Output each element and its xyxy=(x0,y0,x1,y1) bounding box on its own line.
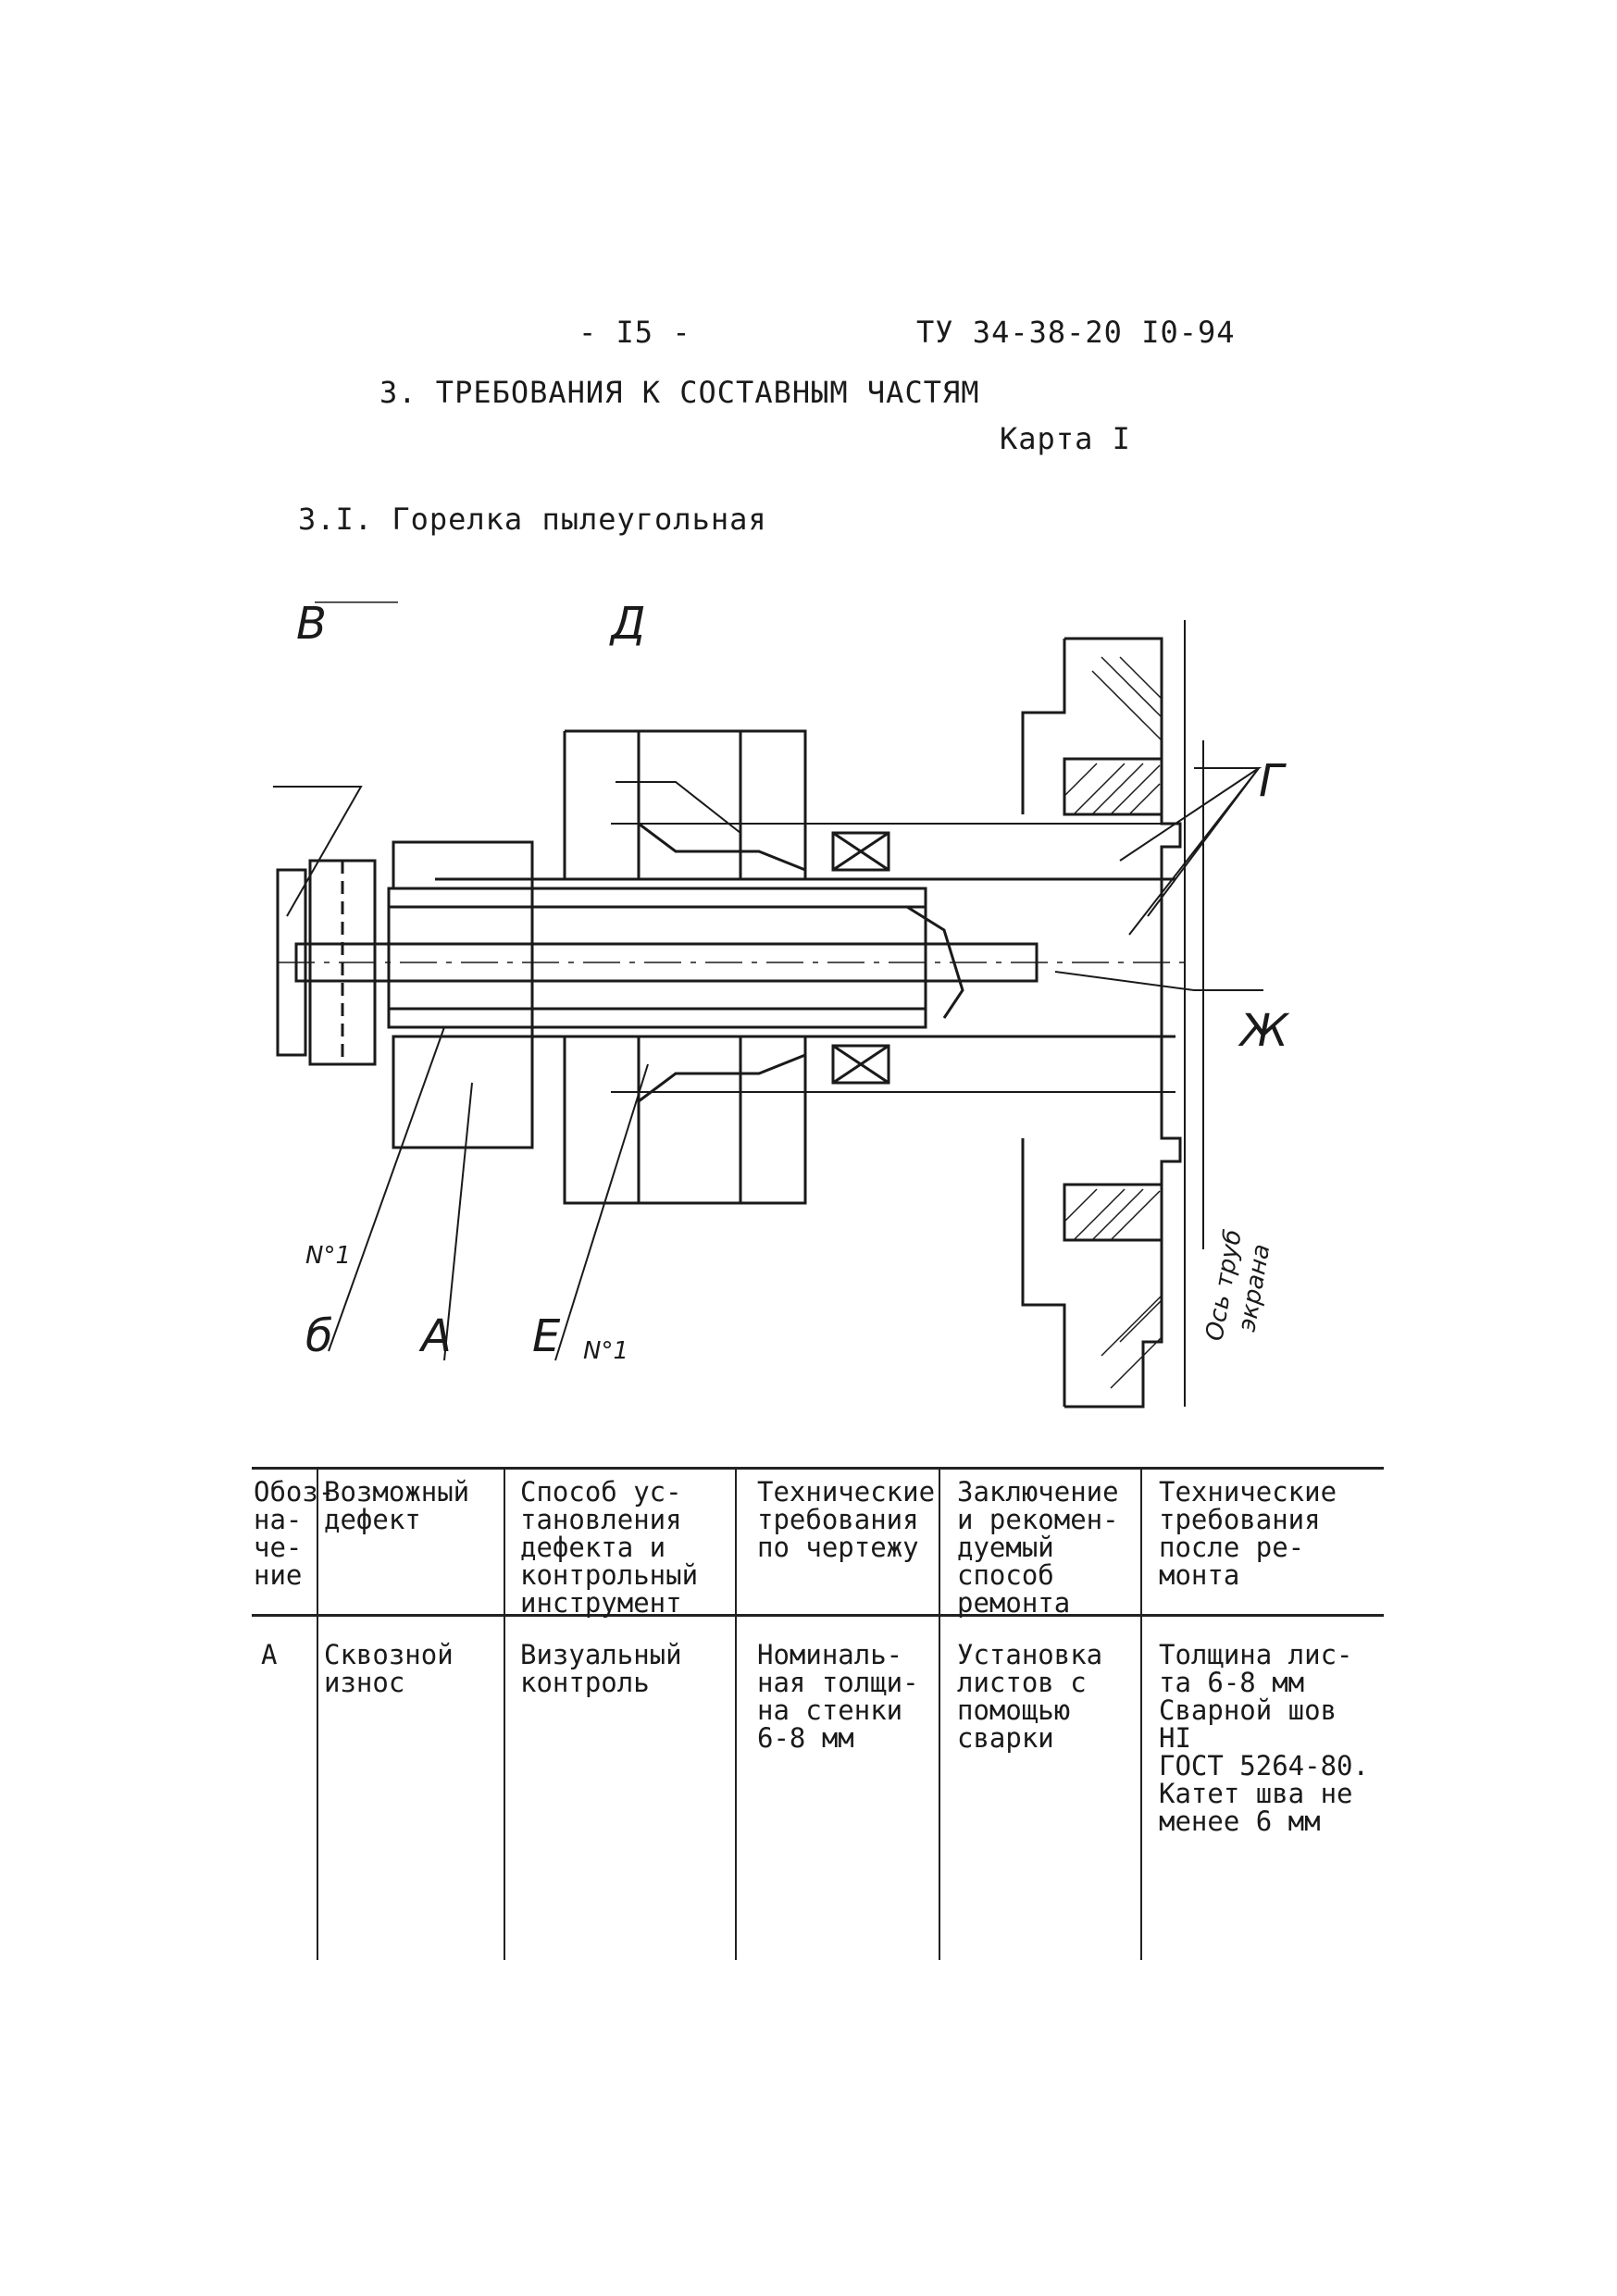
document-code: ТУ 34-38-20 І0-94 xyxy=(916,315,1236,350)
label-a: А xyxy=(418,1310,452,1362)
table-col-sep-4 xyxy=(939,1467,940,1960)
label-zh: Ж xyxy=(1238,1005,1290,1057)
table-col-sep-1 xyxy=(317,1467,318,1960)
header-post-repair-requirements: Технические требования после ре- монта xyxy=(1159,1476,1337,1591)
label-g: Г xyxy=(1259,755,1287,807)
label-v: В xyxy=(296,602,327,650)
header-repair-method: Заключение и рекомен- дуемый способ ремо… xyxy=(957,1476,1119,1619)
table-col-sep-3 xyxy=(735,1467,737,1960)
section-title: 3. ТРЕБОВАНИЯ К СОСТАВНЫМ ЧАСТЯМ xyxy=(379,375,980,410)
page-number: - I5 - xyxy=(578,315,691,350)
table-col-sep-5 xyxy=(1140,1467,1142,1960)
header-designation: Обоз- на- че- ние xyxy=(254,1476,335,1591)
table-col-sep-2 xyxy=(504,1467,505,1960)
header-detection-method: Способ ус- тановления дефекта и контроль… xyxy=(520,1476,699,1619)
table-top-rule xyxy=(252,1467,1384,1470)
label-no1-left: N°1 xyxy=(305,1242,351,1270)
burner-drawing: В Д Г Ж б А Е N°1 N°1 Ось труб экрана xyxy=(259,598,1324,1416)
label-b: б xyxy=(305,1310,333,1362)
header-possible-defect: Возможный дефект xyxy=(324,1476,470,1535)
label-no1-right: N°1 xyxy=(583,1337,628,1365)
header-drawing-requirements: Технические требования по чертежу xyxy=(757,1476,936,1563)
defect-table: Обоз- на- че- ние Возможный дефект Спосо… xyxy=(252,1467,1384,1960)
subsection-title: 3.I. Горелка пылеугольная xyxy=(298,502,767,537)
row-a-defect: Сквозной износ xyxy=(324,1639,454,1698)
row-a-post-repair: Толщина лис- та 6-8 мм Сварной шов НІ ГО… xyxy=(1159,1639,1369,1837)
row-a-designation: А xyxy=(261,1639,278,1670)
burner-drawing-svg: В Д Г Ж б А Е N°1 N°1 Ось труб экрана xyxy=(273,598,1290,1409)
row-a-detection: Визуальный контроль xyxy=(520,1639,682,1698)
label-e: Е xyxy=(532,1310,561,1362)
row-a-drawing-req: Номиналь- ная толщи- на стенки 6-8 мм xyxy=(757,1639,919,1754)
label-d: Д xyxy=(609,602,646,650)
row-a-repair: Установка листов с помощью сварки xyxy=(957,1639,1103,1754)
card-number: Карта І xyxy=(1000,421,1131,456)
table-header-rule xyxy=(252,1614,1384,1617)
